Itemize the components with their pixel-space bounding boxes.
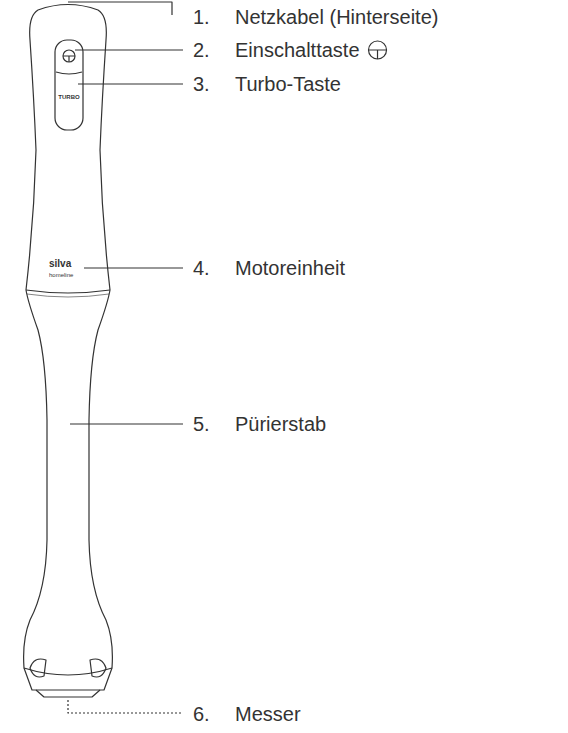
leader-line-5 bbox=[70, 423, 183, 424]
callout-number: 1. bbox=[193, 5, 210, 29]
motor-divider bbox=[26, 290, 110, 293]
part-name: Turbo-Taste bbox=[235, 72, 341, 96]
motor-divider-inner bbox=[27, 294, 109, 297]
callout-number: 6. bbox=[193, 702, 210, 726]
callout-number: 5. bbox=[193, 412, 210, 436]
button-label: TURBO bbox=[58, 94, 79, 101]
leader-line-1 bbox=[68, 2, 172, 15]
blade bbox=[36, 690, 100, 697]
leader-line-4 bbox=[84, 267, 183, 268]
power-button-mark bbox=[63, 56, 75, 62]
brand-logo: silva bbox=[49, 258, 71, 270]
part-name: Messer bbox=[235, 702, 301, 726]
part-name: Motoreinheit bbox=[235, 256, 345, 280]
bell-window-left bbox=[30, 659, 46, 677]
bell-window-right bbox=[90, 659, 106, 677]
callout-number: 4. bbox=[193, 256, 210, 280]
callout-number: 2. bbox=[193, 38, 210, 62]
brand-subline: homeline bbox=[49, 272, 73, 279]
button-separator bbox=[56, 72, 82, 74]
blender-outline bbox=[24, 5, 113, 691]
power-button bbox=[63, 50, 75, 62]
part-name: Netzkabel (Hinterseite) bbox=[235, 5, 438, 29]
part-name: Pürierstab bbox=[235, 412, 326, 436]
button-panel bbox=[55, 40, 83, 130]
leader-line-2 bbox=[75, 49, 183, 50]
callout-number: 3. bbox=[193, 72, 210, 96]
leader-line-6 bbox=[68, 700, 183, 713]
power-symbol bbox=[369, 41, 387, 59]
bell-rim bbox=[24, 668, 112, 675]
part-name: Einschalttaste bbox=[235, 38, 360, 62]
leader-line-3 bbox=[78, 83, 183, 84]
